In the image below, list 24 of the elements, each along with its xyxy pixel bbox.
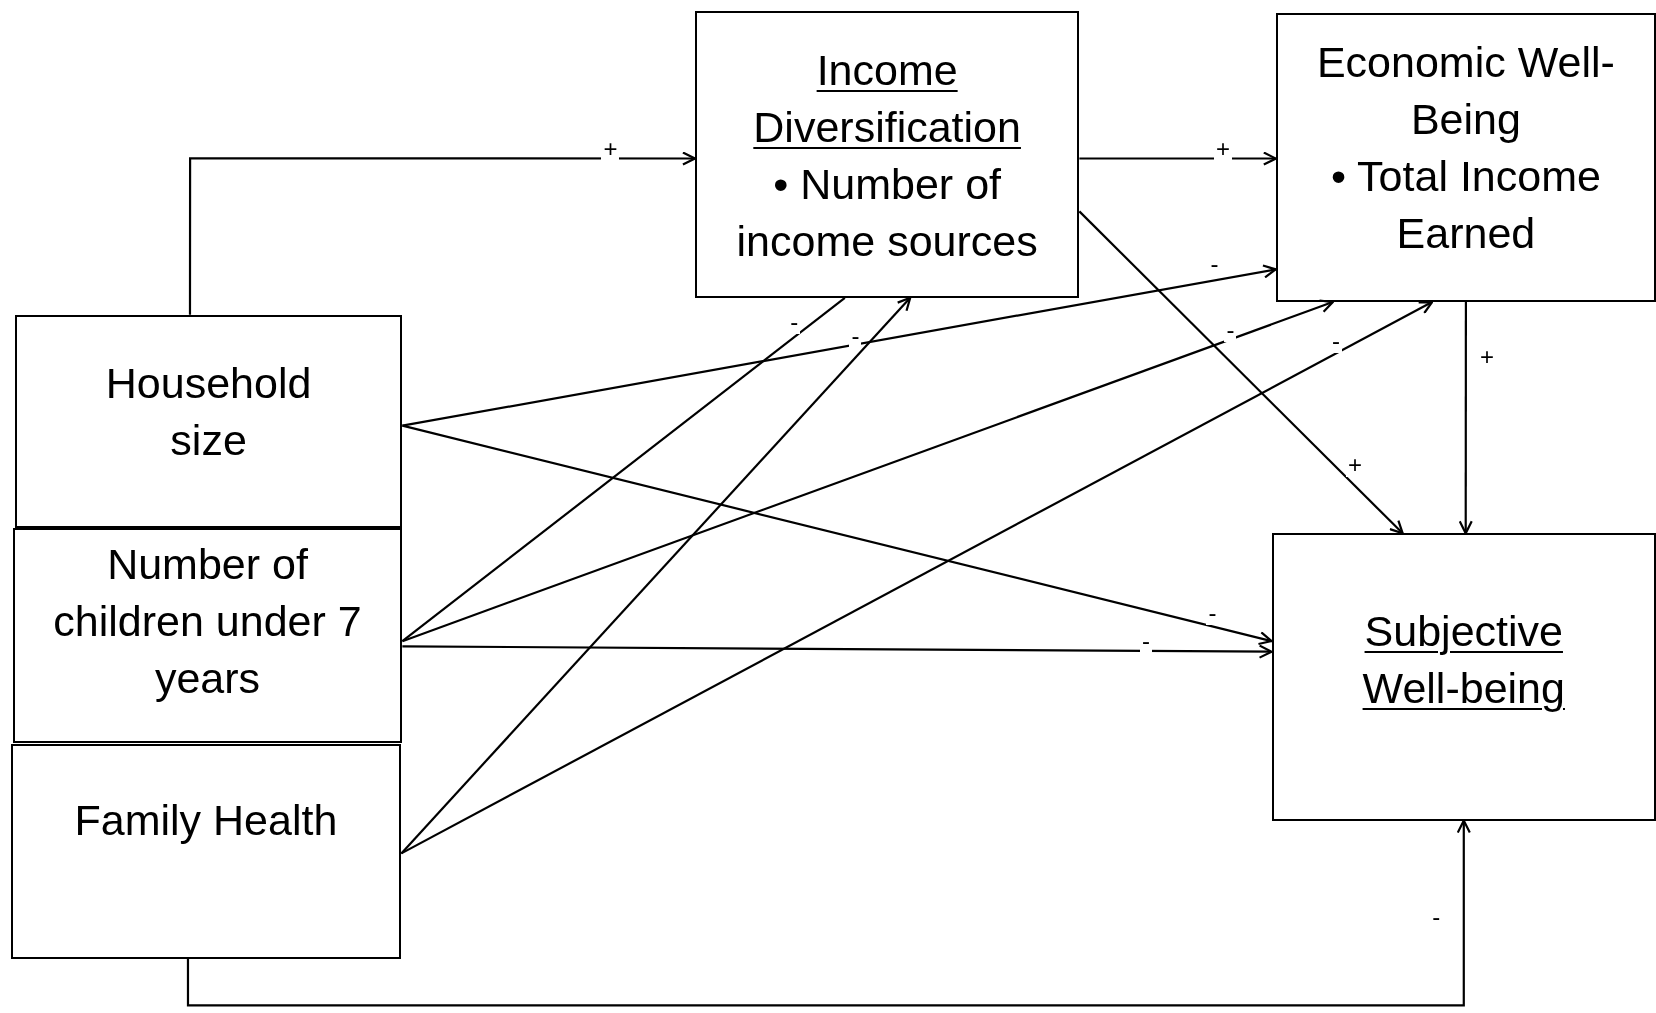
arrow bbox=[402, 424, 1273, 646]
arrow bbox=[402, 264, 1277, 427]
arrow bbox=[188, 151, 697, 315]
concept-title: Household size bbox=[104, 357, 313, 466]
concept-title: Subjective Well-being bbox=[1361, 605, 1566, 714]
concept-box bbox=[1271, 533, 1656, 821]
arrow bbox=[186, 819, 1471, 1007]
concept-title: Number of children under 7 years bbox=[52, 539, 363, 705]
indicator-text: • Total Income Earned bbox=[1329, 150, 1602, 259]
concept-box bbox=[12, 528, 403, 744]
arrow bbox=[402, 644, 1273, 659]
concept-title: Family Health bbox=[74, 794, 338, 846]
concept-box bbox=[1275, 12, 1656, 303]
arrow bbox=[1079, 151, 1277, 166]
arrow bbox=[400, 300, 1434, 855]
concept-box bbox=[10, 743, 402, 959]
arrow bbox=[1458, 302, 1473, 535]
concept-title: Economic Well-Being bbox=[1315, 36, 1616, 145]
arrow bbox=[1078, 210, 1404, 535]
concept-title: Income Diversification bbox=[752, 45, 1022, 154]
concept-box bbox=[14, 314, 403, 529]
concept-box bbox=[694, 10, 1080, 298]
arrow bbox=[402, 299, 1334, 643]
indicator-text: • Number of income sources bbox=[735, 159, 1039, 268]
